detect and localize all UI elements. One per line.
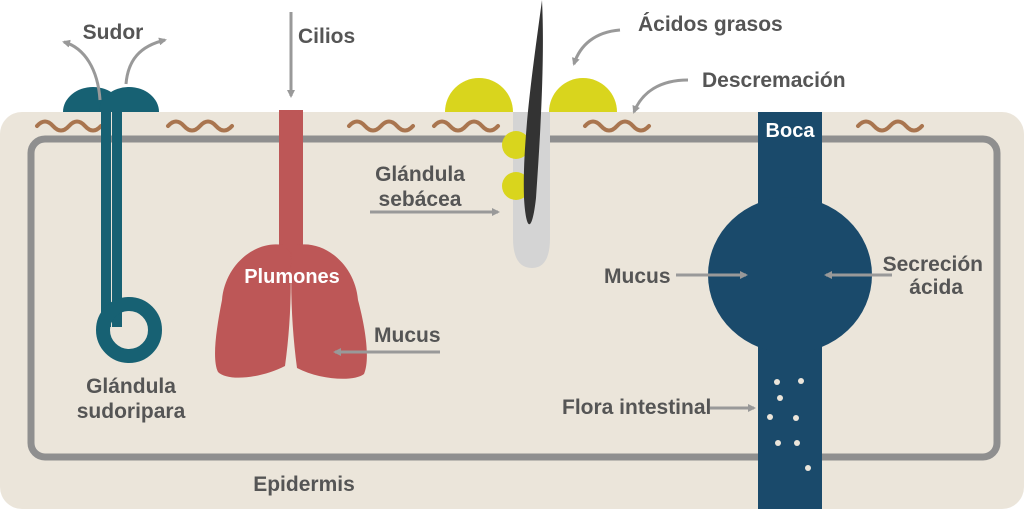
wave: [347, 119, 415, 133]
label-boca: Boca: [766, 120, 816, 142]
wave: [432, 119, 500, 133]
wave: [35, 119, 103, 133]
sebaceous-gland: [445, 0, 617, 268]
skimming-arrow: [632, 78, 689, 114]
label-descremacion: Descremación: [702, 69, 846, 92]
fatty-acids-arrow: [571, 28, 621, 66]
flora-dot: [793, 415, 799, 421]
label-plumones: Plumones: [244, 266, 340, 288]
flora-dot: [805, 465, 811, 471]
label-glandula-sebacea-2: sebácea: [379, 188, 462, 211]
label-epidermis: Epidermis: [253, 473, 355, 496]
sweat-arrow-left: [62, 39, 102, 101]
label-acidos-grasos: Ácidos grasos: [638, 13, 783, 36]
label-glandula-sebacea-1: Glándula: [375, 163, 465, 186]
label-sudor: Sudor: [83, 21, 144, 44]
label-glandula-sudoripara-2: sudoripara: [77, 400, 186, 423]
sweat-gland: [63, 87, 162, 363]
label-glandula-sudoripara-1: Glándula: [86, 375, 176, 398]
flora-dot: [774, 379, 780, 385]
sweat-arrow-right: [124, 37, 167, 85]
label-secrecion-2: ácida: [909, 276, 963, 299]
wave: [583, 119, 651, 133]
label-mucus-stomach: Mucus: [604, 265, 671, 288]
flora-dot: [775, 440, 781, 446]
label-secrecion-1: Secreción: [883, 253, 983, 276]
lungs: [215, 110, 367, 379]
surface-waves: [35, 119, 924, 133]
label-flora-intestinal: Flora intestinal: [562, 396, 711, 419]
flora-dot: [777, 395, 783, 401]
intestinal-flora-dots: [767, 378, 811, 471]
label-mucus-lungs: Mucus: [374, 324, 441, 347]
digestive-tract: [708, 112, 872, 509]
label-cilios: Cilios: [298, 25, 355, 48]
hair: [523, 0, 543, 225]
wave: [166, 119, 234, 133]
flora-dot: [767, 414, 773, 420]
wave: [856, 119, 924, 133]
flora-dot: [798, 378, 804, 384]
flora-dot: [794, 440, 800, 446]
